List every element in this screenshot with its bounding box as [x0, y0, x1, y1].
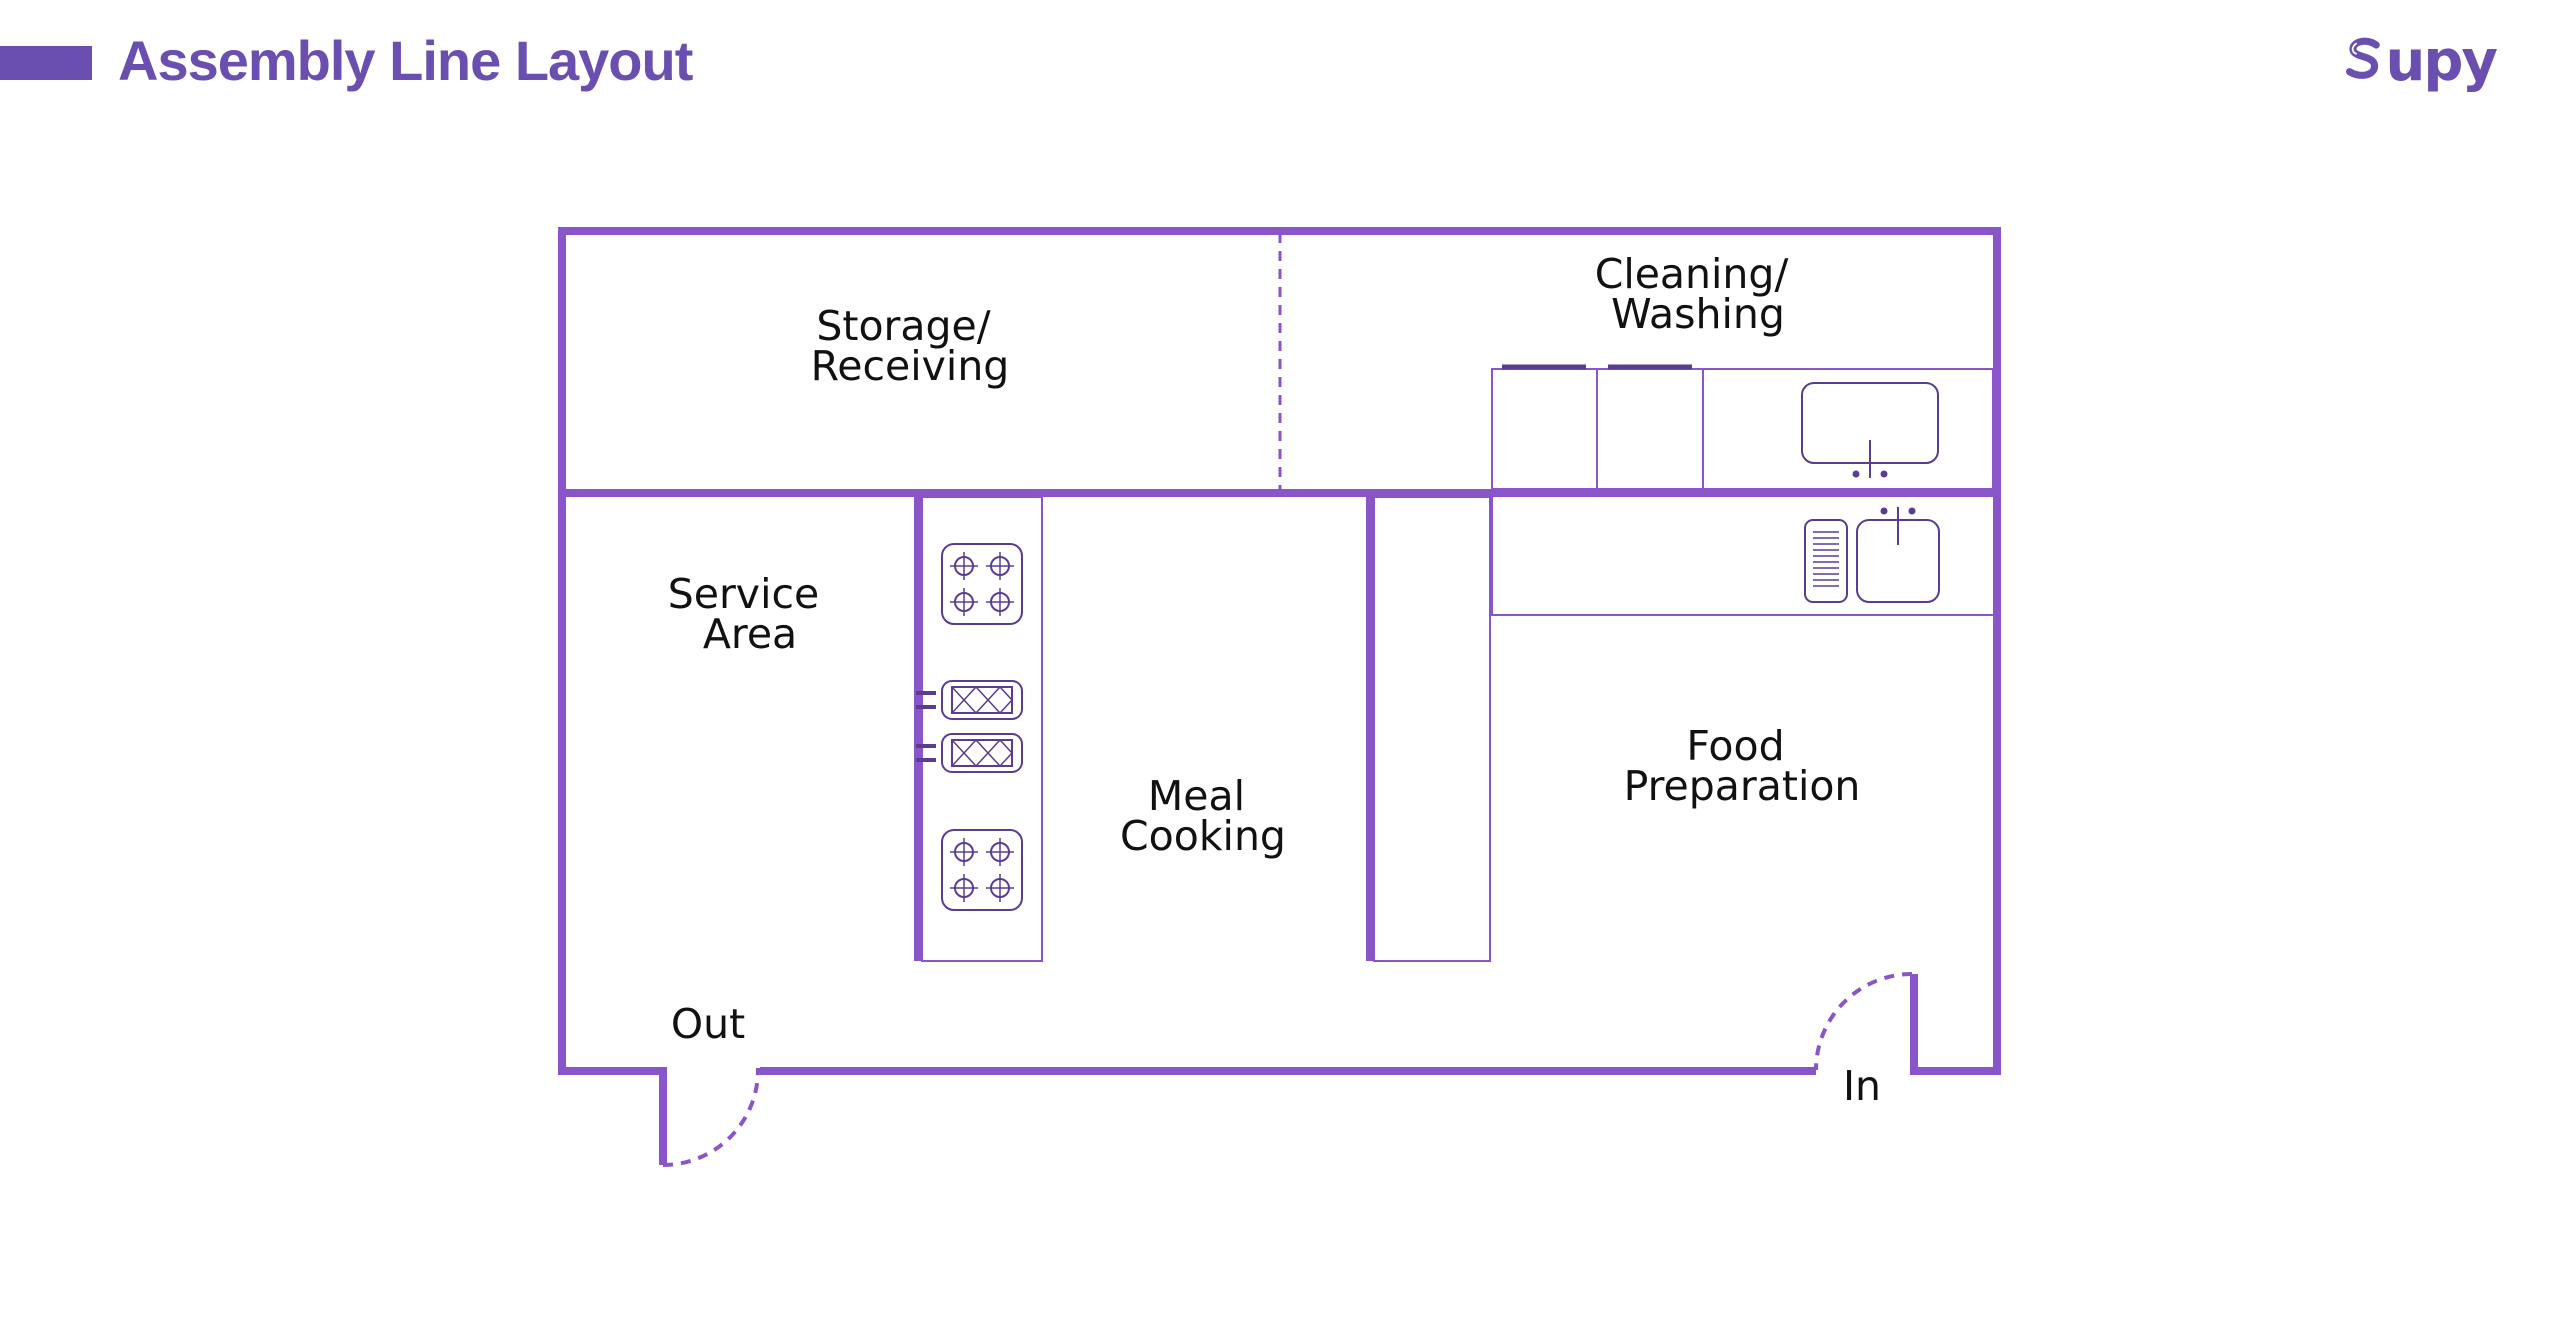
grill-icon: [916, 680, 1023, 720]
cleaning-counter: [1491, 364, 1994, 490]
service-label: Service Area: [668, 570, 833, 658]
cooking-counter: [914, 496, 1043, 962]
outer-walls: [558, 227, 2001, 1165]
in-door-label: In: [1843, 1062, 1881, 1110]
prep-counter: [1366, 496, 1491, 962]
meal-cooking-label: Meal Cooking: [1120, 772, 1286, 860]
drying-rack-icon: [1804, 519, 1848, 603]
grill-icon: [916, 733, 1023, 773]
supy-s-logo-icon: [2346, 37, 2380, 79]
lower-counter: [1491, 497, 1993, 616]
stove-burner-icon: [941, 829, 1023, 911]
stove-burner-icon: [941, 543, 1023, 625]
cleaning-label: Cleaning/ Washing: [1595, 250, 1802, 338]
brand-logo: upy: [2346, 26, 2498, 96]
out-door-label: Out: [671, 1000, 745, 1048]
logo-text: upy: [2385, 28, 2498, 94]
page-title: Assembly Line Layout: [118, 29, 693, 92]
door-swing-icon: [1814, 972, 1913, 1071]
food-prep-label: Food Preparation: [1624, 722, 1861, 810]
sink-icon: [1801, 382, 1939, 478]
storage-label: Storage/ Receiving: [811, 302, 1010, 390]
sink-icon: [1856, 507, 1940, 603]
title-accent-bar: [0, 46, 92, 80]
door-swing-icon: [662, 1067, 761, 1167]
